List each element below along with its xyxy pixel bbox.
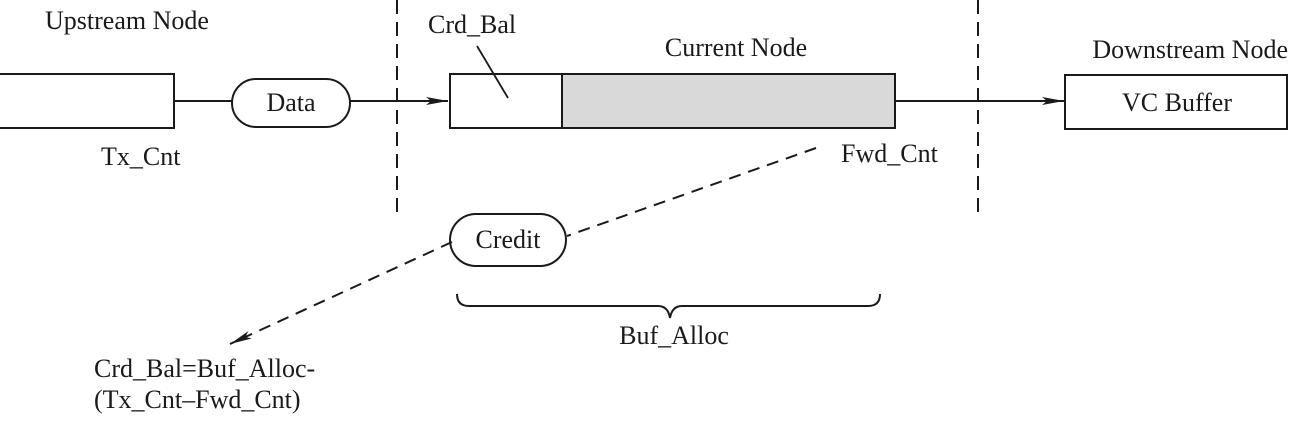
downstream-node-label: Downstream Node <box>1092 35 1288 64</box>
current-node-label: Current Node <box>664 33 808 62</box>
upstream-node-label: Upstream Node <box>45 6 209 35</box>
credit-balance-formula: Crd_Bal=Buf_Alloc- (Tx_Cnt–Fwd_Cnt) <box>94 353 315 415</box>
credit-to-formula-arrow <box>229 241 453 345</box>
data-packet-label: Data <box>266 88 316 117</box>
crd-bal-label: Crd_Bal <box>428 10 517 39</box>
vc-buffer-label: VC Buffer <box>1121 88 1233 117</box>
credit-packet <box>449 213 567 267</box>
credit-return-line <box>566 147 817 237</box>
data-packet <box>231 78 351 128</box>
buf-alloc-label: Buf_Alloc <box>619 321 729 350</box>
credit-packet-label: Credit <box>475 225 541 254</box>
buf-alloc-brace <box>456 293 881 319</box>
upstream-node-box <box>0 73 175 129</box>
formula-line-1: Crd_Bal=Buf_Alloc- <box>94 354 316 383</box>
fwd-cnt-label: Fwd_Cnt <box>841 139 938 168</box>
current-node-buffer-free <box>449 73 563 129</box>
crd-bal-pointer <box>476 45 509 99</box>
tx-cnt-label: Tx_Cnt <box>101 142 181 171</box>
current-node-buffer-occupied <box>561 73 896 129</box>
vc-buffer-box <box>1064 74 1288 130</box>
formula-line-2: (Tx_Cnt–Fwd_Cnt) <box>94 385 301 414</box>
